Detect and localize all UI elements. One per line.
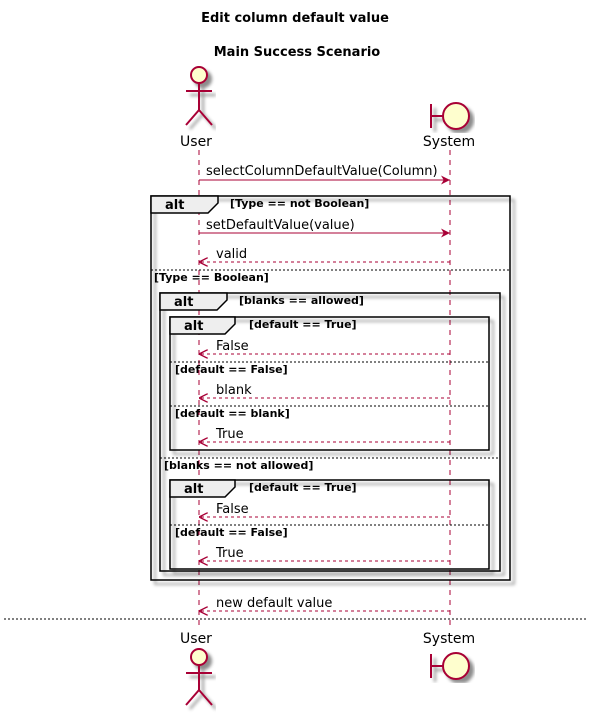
guard-condition: [default == False] [175, 363, 288, 376]
alt-keyword: alt [174, 295, 193, 310]
alt-fragment-not-allowed: alt [default == True] [default == False] [169, 479, 490, 570]
message-label: True [215, 427, 244, 442]
message-label: setDefaultValue(value) [206, 218, 355, 233]
alt-fragment-type: alt [Type == not Boolean] [Type == Boole… [150, 195, 511, 581]
participant-system-label-top: System [423, 134, 475, 150]
message-label: True [215, 546, 244, 561]
guard-condition: [default == blank] [175, 407, 290, 420]
message-label: valid [216, 247, 247, 262]
participant-user-label-bottom: User [180, 631, 212, 647]
alt-keyword: alt [184, 319, 203, 334]
participant-system-label-bottom: System [423, 631, 475, 647]
alt-fragment-blanks: alt [blanks == allowed] [blanks == not a… [159, 292, 501, 572]
participant-user-label-top: User [180, 134, 212, 150]
guard-condition: [default == True] [249, 318, 357, 331]
actor-user-top-icon [185, 66, 213, 126]
alt-keyword: alt [184, 482, 203, 497]
guard-condition: [blanks == allowed] [239, 294, 364, 307]
guard-condition: [Type == Boolean] [154, 271, 269, 284]
diagram-subtitle: Main Success Scenario [214, 45, 381, 60]
message-label: blank [216, 383, 252, 398]
alt-fragment-allowed: alt [default == True] [default == False]… [169, 316, 490, 451]
message-label: False [216, 502, 249, 517]
actor-user-bottom-icon [185, 648, 213, 706]
message-label: new default value [216, 596, 332, 611]
guard-condition: [default == True] [249, 481, 357, 494]
message-label: False [216, 339, 249, 354]
diagram-title: Edit column default value [201, 11, 389, 26]
guard-condition: [blanks == not allowed] [164, 459, 313, 472]
boundary-system-bottom-icon [430, 652, 470, 680]
alt-keyword: alt [165, 198, 184, 213]
guard-condition: [default == False] [175, 526, 288, 539]
message-label: selectColumnDefaultValue(Column) [206, 164, 438, 179]
boundary-system-top-icon [430, 102, 470, 130]
guard-condition: [Type == not Boolean] [230, 197, 369, 210]
